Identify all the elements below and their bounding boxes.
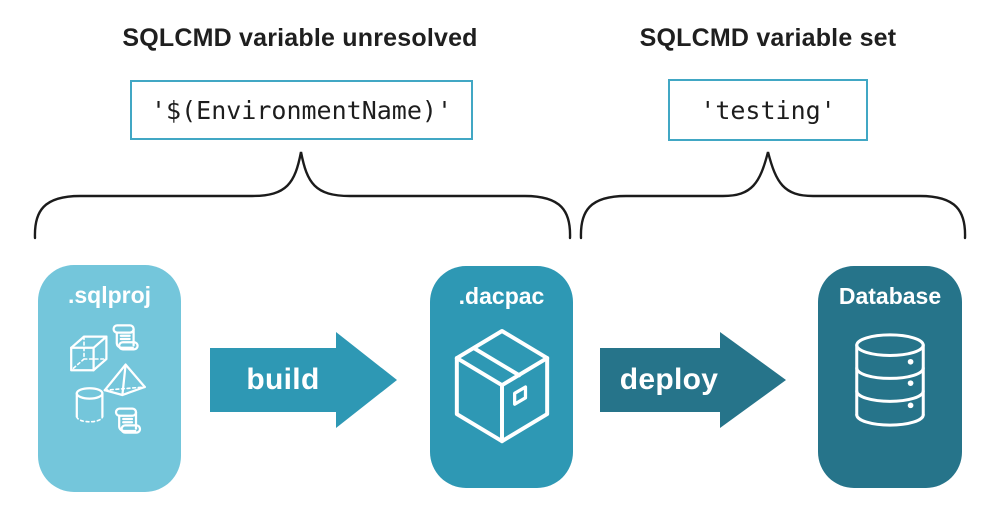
cube-icon <box>70 335 108 372</box>
code-box-testing-value: 'testing' <box>668 79 868 141</box>
deploy-arrow-label: deploy <box>619 363 719 396</box>
sql-objects-icon <box>70 324 146 434</box>
heading-sqlcmd-unresolved: SQLCMD variable unresolved <box>122 23 478 52</box>
node-dacpac-label: .dacpac <box>458 283 545 309</box>
code-box-environment-variable: '$(EnvironmentName)' <box>130 80 473 140</box>
node-database-label: Database <box>838 283 942 309</box>
node-database: Database <box>818 266 962 488</box>
pyramid-icon <box>103 363 146 397</box>
scroll-icon <box>114 407 142 434</box>
package-box-icon <box>454 329 550 444</box>
left-brace <box>33 151 572 240</box>
database-icon <box>855 333 925 427</box>
node-sqlproj: .sqlproj <box>38 265 181 492</box>
right-arrow-icon <box>210 332 397 428</box>
right-arrow-icon <box>600 332 786 428</box>
build-arrow-label: build <box>246 363 320 396</box>
node-sqlproj-label: .sqlproj <box>67 282 152 308</box>
deploy-arrow: deploy <box>600 332 786 428</box>
cylinder-icon <box>75 387 104 423</box>
brace-group <box>33 147 967 240</box>
scroll-icon <box>112 324 139 351</box>
node-dacpac: .dacpac <box>430 266 573 488</box>
right-brace <box>579 147 967 240</box>
build-arrow: build <box>210 332 397 428</box>
heading-sqlcmd-set: SQLCMD variable set <box>639 23 897 52</box>
